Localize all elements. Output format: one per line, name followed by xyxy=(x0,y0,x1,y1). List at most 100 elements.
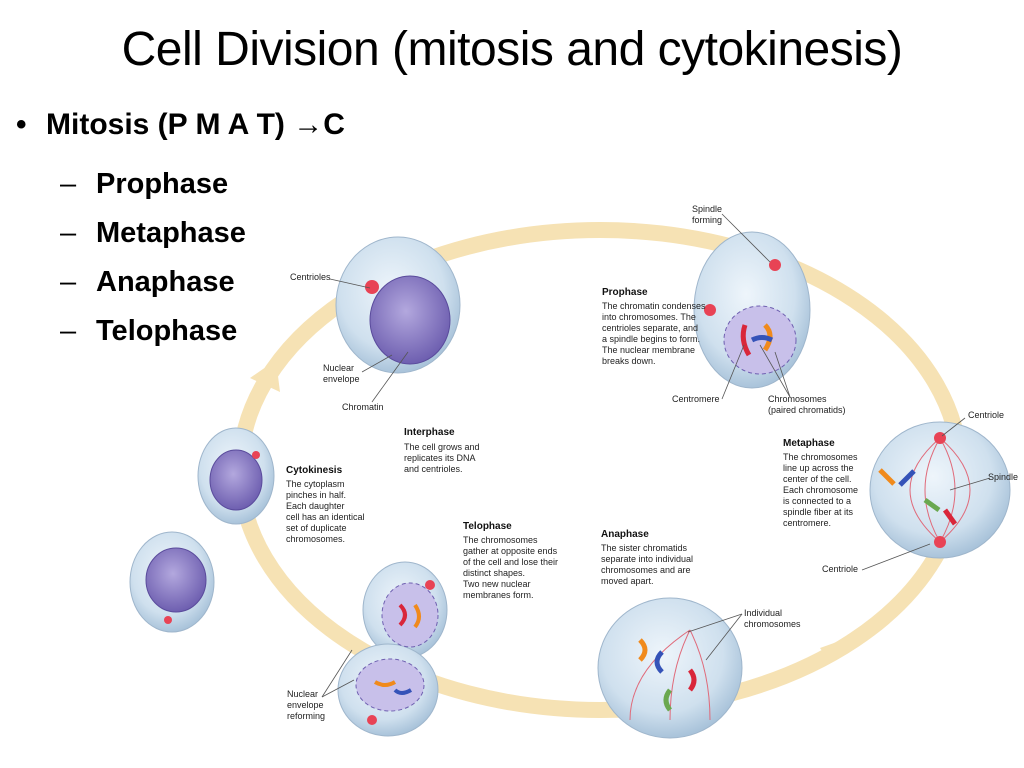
stage-line: The chromosomes xyxy=(463,535,538,545)
stage-line: distinct shapes. xyxy=(463,568,525,578)
phase-item: –Anaphase xyxy=(60,258,246,307)
dash: – xyxy=(60,217,77,249)
stage-line: set of duplicate xyxy=(286,523,347,533)
slide-title: Cell Division (mitosis and cytokinesis) xyxy=(121,23,903,76)
chromosome xyxy=(762,323,773,352)
dash: – xyxy=(60,168,77,200)
chromosome xyxy=(878,468,896,486)
chromosome xyxy=(923,497,941,513)
cycle-arrowhead xyxy=(820,638,848,662)
prophase-text: Prophase The chromatin condenses into ch… xyxy=(602,287,706,366)
chromosome xyxy=(393,688,413,695)
metaphase-text: Metaphase The chromosomes line up across… xyxy=(783,438,858,528)
chromosome xyxy=(750,335,774,343)
chromosome xyxy=(654,650,664,674)
telophase-text: Telophase The chromosomes gather at oppo… xyxy=(463,521,558,600)
stage-line: The cell grows and xyxy=(404,442,480,452)
nuclear-envelope-reforming-label: Nuclear xyxy=(287,689,318,699)
anaphase-title: Anaphase xyxy=(601,529,649,540)
chromosomes-label: Chromosomes xyxy=(768,394,827,404)
nuclear-envelope-label: envelope xyxy=(323,374,360,384)
spindle-forming-label: forming xyxy=(692,215,722,225)
stage-line: chromosomes and are xyxy=(601,565,691,575)
stage-line: into chromosomes. The xyxy=(602,312,696,322)
stage-line: The chromosomes xyxy=(783,452,858,462)
phase-label: Telophase xyxy=(96,315,238,347)
stage-line: breaks down. xyxy=(602,356,656,366)
stage-line: membranes form. xyxy=(463,590,534,600)
phase-label: Metaphase xyxy=(96,217,246,249)
centriole xyxy=(164,616,172,624)
centriole-label: Centriole xyxy=(822,564,858,574)
centromere-label: Centromere xyxy=(672,394,720,404)
interphase-cell xyxy=(335,236,461,374)
spindle-forming-label: Spindle xyxy=(692,204,722,214)
centriole xyxy=(934,536,946,548)
chromosomes-label: (paired chromatids) xyxy=(768,405,846,415)
stage-line: moved apart. xyxy=(601,576,654,586)
stage-line: centrioles separate, and xyxy=(602,323,698,333)
anaphase-text: Anaphase The sister chromatids separate … xyxy=(601,529,693,586)
dash: – xyxy=(60,266,77,298)
metaphase-title: Metaphase xyxy=(783,438,835,449)
telophase-cell xyxy=(337,561,448,737)
chromosome xyxy=(413,603,421,629)
interphase-text: Interphase The cell grows and replicates… xyxy=(404,427,480,474)
centriole xyxy=(252,451,260,459)
prophase-cell xyxy=(693,231,811,389)
stage-line: The cytoplasm xyxy=(286,479,345,489)
stage-line: chromosomes. xyxy=(286,534,345,544)
stage-line: center of the cell. xyxy=(783,474,852,484)
chromatin-label: Chromatin xyxy=(342,402,384,412)
cytokinesis-text: Cytokinesis The cytoplasm pinches in hal… xyxy=(286,465,365,544)
stage-line: and centrioles. xyxy=(404,464,463,474)
stage-line: Each chromosome xyxy=(783,485,858,495)
chromosome xyxy=(687,668,697,692)
stage-line: replicates its DNA xyxy=(404,453,476,463)
chromosome xyxy=(638,638,648,662)
stage-line: separate into individual xyxy=(601,554,693,564)
cytokinesis-title: Cytokinesis xyxy=(286,465,343,476)
individual-chromosomes-label: Individual xyxy=(744,608,782,618)
chromosome xyxy=(373,680,397,687)
chromosome xyxy=(898,469,916,487)
nuclear-envelope-reforming-label: reforming xyxy=(287,711,325,721)
phase-item: –Telophase xyxy=(60,307,246,356)
telophase-title: Telophase xyxy=(463,521,512,532)
dash: – xyxy=(60,315,77,347)
chromosome xyxy=(398,603,407,627)
stage-line: Each daughter xyxy=(286,501,345,511)
centriole xyxy=(425,580,435,590)
callout-lines xyxy=(321,213,991,698)
chromosome xyxy=(942,508,958,526)
phase-label: Prophase xyxy=(96,168,229,200)
phase-item: –Prophase xyxy=(60,160,246,209)
stage-line: gather at opposite ends xyxy=(463,546,558,556)
chromosome xyxy=(663,688,673,712)
stage-line: The chromatin condenses xyxy=(602,301,706,311)
stage-line: is connected to a xyxy=(783,496,851,506)
stage-line: of the cell and lose their xyxy=(463,557,558,567)
centriole xyxy=(769,259,781,271)
spindle-label: Spindle xyxy=(988,472,1018,482)
chromosome xyxy=(740,324,752,357)
metaphase-cell xyxy=(869,421,1011,559)
centriole xyxy=(365,280,379,294)
spindle-fibers xyxy=(629,629,711,721)
bullet-dot: • xyxy=(16,108,27,141)
centriole xyxy=(367,715,377,725)
cytokinesis-cells xyxy=(129,427,275,633)
stage-line: Two new nuclear xyxy=(463,579,531,589)
prophase-title: Prophase xyxy=(602,287,648,298)
stage-line: centromere. xyxy=(783,518,831,528)
centriole-label: Centriole xyxy=(968,410,1004,420)
individual-chromosomes-label: chromosomes xyxy=(744,619,801,629)
stage-line: cell has an identical xyxy=(286,512,365,522)
mitosis-heading: Mitosis (P M A T) →C xyxy=(46,108,345,141)
centrioles-label: Centrioles xyxy=(290,272,331,282)
nuclear-envelope-reforming-label: envelope xyxy=(287,700,324,710)
anaphase-cell xyxy=(597,597,743,739)
stage-line: The nuclear membrane xyxy=(602,345,695,355)
stage-line: line up across the xyxy=(783,463,854,473)
